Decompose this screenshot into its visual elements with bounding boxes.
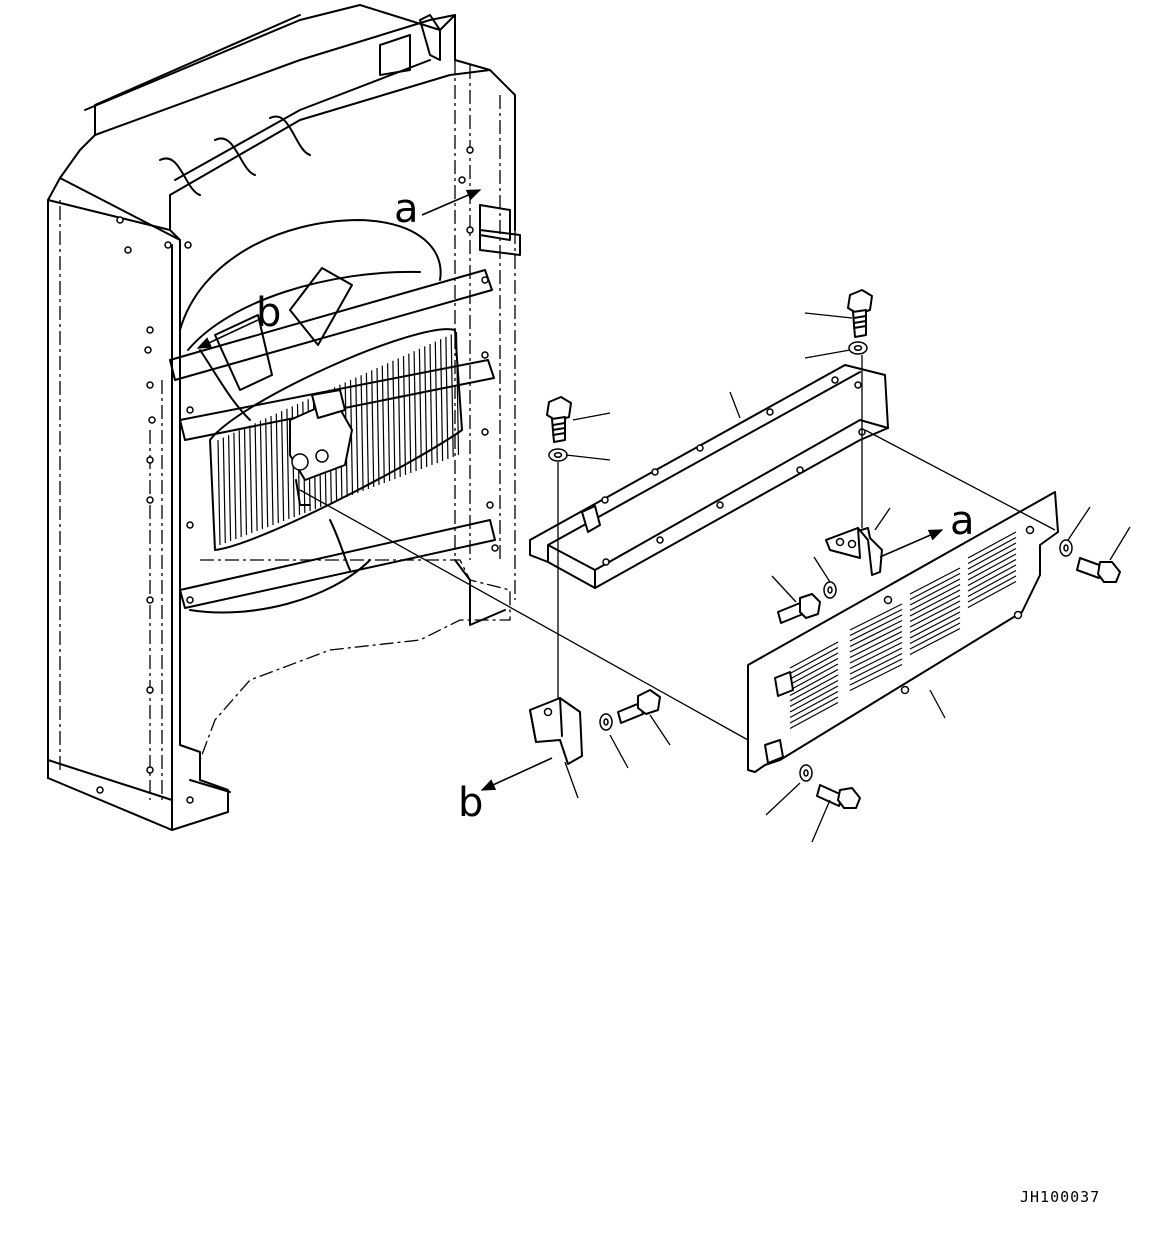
arrow-a-bracket xyxy=(879,529,944,558)
washer-lower-left xyxy=(599,713,613,731)
view-arrows xyxy=(196,189,944,791)
cover-bracket xyxy=(529,364,889,589)
washer-top-left xyxy=(548,448,568,462)
washer-mid xyxy=(823,581,837,599)
bolt-top-left xyxy=(546,396,572,443)
view-label-a-radiator: a xyxy=(394,186,419,232)
view-label-a-bracket: a xyxy=(950,498,975,544)
arrow-b-radiator xyxy=(196,319,259,349)
washer-bottom xyxy=(799,764,813,782)
arrow-a-radiator xyxy=(421,189,482,216)
arrow-b-bracket xyxy=(480,757,553,791)
frame-holes xyxy=(96,146,499,804)
assembly-lines xyxy=(299,312,1131,843)
cover-panel xyxy=(747,491,1059,773)
radiator-assembly xyxy=(47,4,521,831)
stay-bracket-a xyxy=(825,527,883,576)
bolt-top-right xyxy=(847,289,873,338)
washer-top-right xyxy=(848,341,868,355)
stay-bracket-b xyxy=(529,697,583,765)
bolt-mid xyxy=(777,593,821,624)
panel-louvers xyxy=(789,531,1017,730)
bolt-bottom xyxy=(816,784,861,809)
bolt-right xyxy=(1076,557,1121,583)
washer-right xyxy=(1059,539,1073,557)
drawing-code: JH100037 xyxy=(1020,1188,1100,1206)
view-label-b-bracket: b xyxy=(458,780,483,826)
view-label-b-radiator: b xyxy=(256,290,281,336)
bolt-lower-left xyxy=(617,689,661,724)
